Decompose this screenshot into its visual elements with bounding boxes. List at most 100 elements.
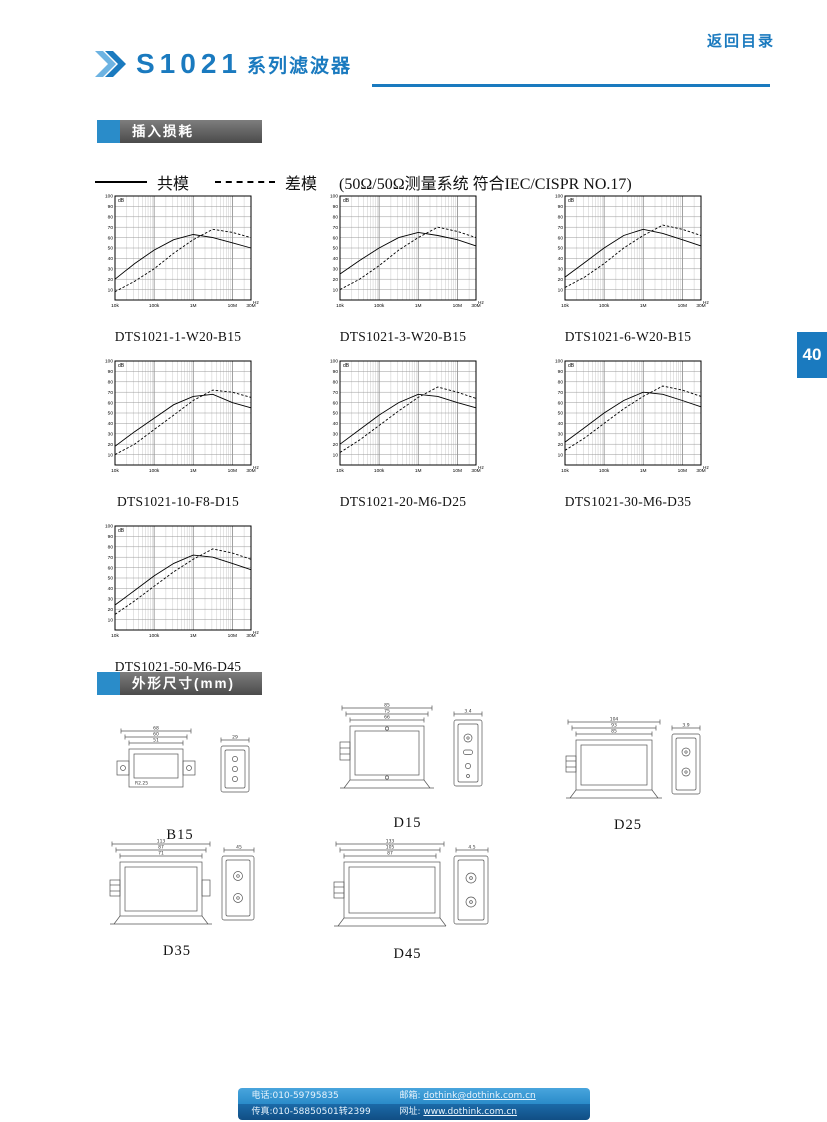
- dim-label: 87: [158, 845, 164, 851]
- svg-text:20: 20: [108, 277, 114, 283]
- svg-text:50: 50: [333, 411, 339, 417]
- svg-text:60: 60: [108, 565, 114, 571]
- dim-label: 105: [386, 845, 395, 851]
- svg-text:20: 20: [558, 277, 564, 283]
- d25-side-view: 3.9: [671, 723, 701, 795]
- svg-text:Hz: Hz: [703, 465, 709, 471]
- svg-text:dB: dB: [118, 363, 125, 369]
- legend-common-label: 共模: [157, 176, 190, 193]
- footer-email-label: 邮箱:: [399, 1091, 421, 1101]
- svg-text:60: 60: [558, 400, 564, 406]
- svg-text:Hz: Hz: [253, 630, 259, 636]
- svg-text:60: 60: [108, 235, 114, 241]
- svg-text:60: 60: [333, 400, 339, 406]
- footer-row-top: 电话:010-59795835 邮箱: dothink@dothink.com.…: [237, 1088, 590, 1104]
- svg-text:80: 80: [108, 380, 114, 386]
- svg-text:10k: 10k: [111, 303, 119, 309]
- legend-note: (50Ω/50Ω测量系统 符合IEC/CISPR NO.17): [339, 176, 632, 193]
- svg-text:100k: 100k: [599, 303, 610, 309]
- header-underline: [372, 84, 770, 87]
- footer-email-link[interactable]: dothink@dothink.com.cn: [423, 1091, 536, 1101]
- dashed-line-icon: [215, 181, 276, 183]
- footer-email[interactable]: 邮箱: dothink@dothink.com.cn: [400, 1088, 536, 1104]
- page-header: S1021 系列滤波器: [93, 50, 352, 78]
- chart-label: DTS1021-10-F8-D15: [116, 494, 240, 509]
- svg-text:30: 30: [558, 267, 564, 273]
- svg-text:70: 70: [108, 225, 114, 231]
- svg-text:1M: 1M: [415, 303, 422, 309]
- dim-label: 85: [384, 703, 390, 709]
- footer-fax: 传真:010-58850501转2399: [251, 1107, 371, 1117]
- svg-text:10: 10: [108, 617, 114, 623]
- svg-text:90: 90: [108, 369, 114, 375]
- back-to-catalog-link[interactable]: 返回目录: [706, 33, 775, 50]
- svg-text:50: 50: [333, 246, 339, 252]
- dim-label: 85: [611, 729, 617, 735]
- footer-web-link[interactable]: www.dothink.com.cn: [423, 1107, 518, 1117]
- svg-text:10k: 10k: [561, 468, 569, 474]
- d35-front-view: 113 87 71: [109, 839, 212, 925]
- series-title: 系列滤波器: [246, 56, 352, 77]
- svg-text:dB: dB: [568, 198, 575, 204]
- svg-text:100k: 100k: [374, 468, 385, 474]
- svg-text:Hz: Hz: [478, 465, 484, 471]
- dimension-drawing-d45: 133 105 87 4.5 D45: [320, 836, 495, 963]
- dimension-drawing-b15: 68 60 51 R2.25 29 B15: [95, 722, 265, 844]
- chart-label: DTS1021-3-W20-B15: [339, 329, 467, 344]
- dim-label: 113: [157, 839, 166, 845]
- page-number-tab: 40: [797, 332, 827, 378]
- svg-text:10k: 10k: [336, 468, 344, 474]
- svg-text:80: 80: [108, 545, 114, 551]
- svg-text:10k: 10k: [111, 633, 119, 639]
- d15-side-view: 3.4: [453, 709, 483, 787]
- svg-text:90: 90: [333, 204, 339, 210]
- svg-text:20: 20: [108, 607, 114, 613]
- svg-text:40: 40: [558, 421, 564, 427]
- b15-front-view: 68 60 51 R2.25: [116, 726, 196, 788]
- dim-label: 51: [153, 738, 159, 744]
- svg-text:100k: 100k: [149, 303, 160, 309]
- svg-text:Hz: Hz: [253, 465, 259, 471]
- svg-text:70: 70: [558, 225, 564, 231]
- svg-text:100k: 100k: [149, 633, 160, 639]
- svg-text:10M: 10M: [678, 303, 687, 309]
- svg-text:30: 30: [333, 267, 339, 273]
- chart-label: DTS1021-6-W20-B15: [564, 329, 692, 344]
- svg-text:10: 10: [108, 287, 114, 293]
- drawing-label: D25: [614, 817, 642, 833]
- dimension-drawing-d35: 113 87 71 45 D35: [92, 836, 262, 960]
- svg-text:10M: 10M: [453, 303, 462, 309]
- svg-text:100: 100: [105, 194, 113, 200]
- svg-text:10k: 10k: [111, 468, 119, 474]
- dim-label: 133: [386, 839, 395, 845]
- footer-website[interactable]: 网址: www.dothink.com.cn: [400, 1104, 518, 1120]
- svg-text:dB: dB: [118, 198, 125, 204]
- dim-label: R2.25: [135, 781, 148, 787]
- svg-text:dB: dB: [568, 363, 575, 369]
- svg-text:30: 30: [108, 267, 114, 273]
- svg-text:70: 70: [558, 390, 564, 396]
- section-marker-icon: [97, 120, 120, 143]
- svg-text:50: 50: [108, 411, 114, 417]
- brand-chevrons-icon: [95, 51, 126, 77]
- dim-label: 71: [158, 851, 164, 857]
- chart-label: DTS1021-30-M6-D35: [564, 494, 692, 509]
- svg-text:1M: 1M: [640, 303, 647, 309]
- svg-text:60: 60: [333, 235, 339, 241]
- svg-text:80: 80: [108, 215, 114, 221]
- svg-text:dB: dB: [118, 528, 125, 534]
- svg-text:90: 90: [333, 369, 339, 375]
- section-marker-icon: [97, 672, 120, 695]
- d45-side-view: 4.5: [453, 845, 489, 925]
- footer-row-bottom: 传真:010-58850501转2399 网址: www.dothink.com…: [237, 1104, 590, 1120]
- svg-text:30M: 30M: [471, 468, 480, 474]
- svg-text:40: 40: [108, 421, 114, 427]
- svg-text:80: 80: [558, 215, 564, 221]
- svg-text:1M: 1M: [190, 468, 197, 474]
